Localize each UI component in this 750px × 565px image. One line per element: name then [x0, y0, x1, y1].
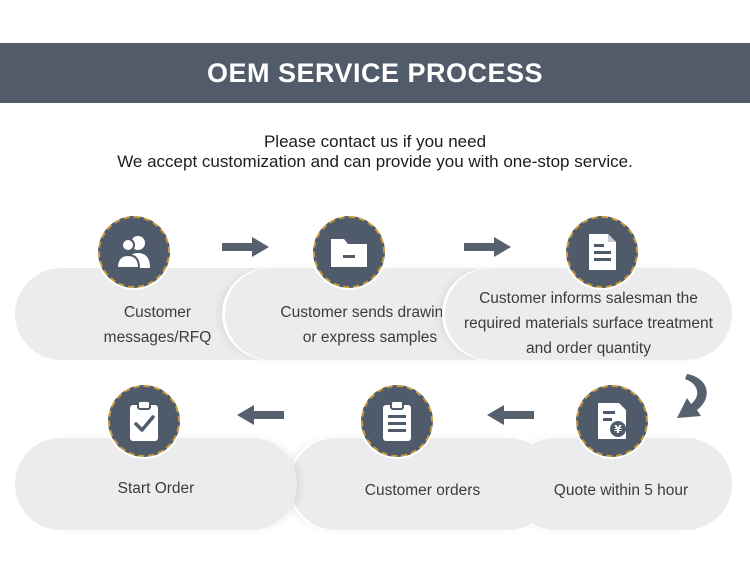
svg-text:¥: ¥ — [614, 423, 622, 436]
arrow-right-icon — [464, 237, 511, 257]
step-3-line-3: and order quantity — [526, 340, 651, 357]
clipboard-list-icon — [361, 385, 433, 457]
arrow-left-icon — [237, 405, 284, 425]
step-2-line-1: Customer sends drawings — [280, 304, 460, 321]
arrow-right-icon — [222, 237, 269, 257]
intro-line-2: We accept customization and can provide … — [117, 152, 633, 171]
step-5-line-1: Customer orders — [364, 482, 481, 499]
step-1-line-2: messages/RFQ — [103, 329, 212, 346]
users-icon — [98, 216, 170, 288]
document-icon — [566, 216, 638, 288]
clipboard-check-icon — [108, 385, 180, 457]
folder-icon — [313, 216, 385, 288]
quote-yen-icon: ¥ — [576, 385, 648, 457]
page-title: OEM SERVICE PROCESS — [206, 57, 544, 88]
step-3-line-2: required materials surface treatment — [464, 315, 713, 332]
step-1-line-1: Customer — [123, 304, 192, 321]
title-banner: OEM SERVICE PROCESS — [0, 43, 750, 103]
step-3-line-1: Customer informs salesman the — [479, 290, 698, 307]
arrow-left-icon — [487, 405, 534, 425]
curved-arrow-down-icon — [677, 374, 707, 418]
step-2-line-2: or express samples — [302, 329, 438, 346]
intro-line-1: Please contact us if you need — [263, 132, 487, 151]
step-4-line-1: Quote within 5 hour — [553, 482, 689, 499]
step-5-pill: Customer orders — [290, 438, 555, 530]
step-6-line-1: Start Order — [117, 480, 195, 497]
